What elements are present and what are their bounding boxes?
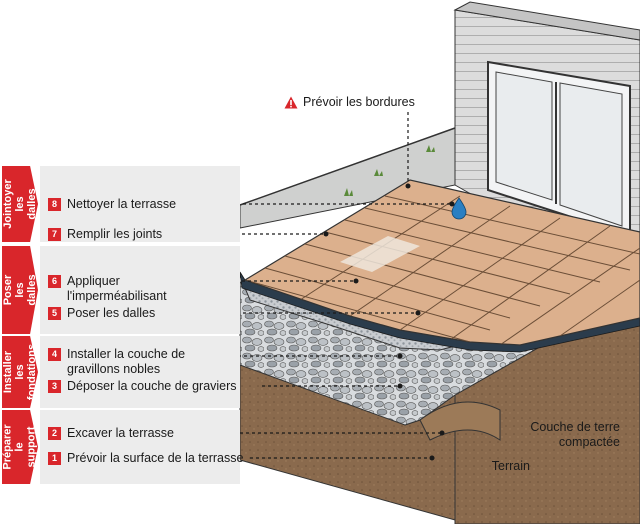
phase-tab-laying: Poser les dalles	[2, 246, 38, 334]
step-number: 7	[48, 228, 61, 241]
phase-band-foundations	[40, 336, 240, 408]
step-label: Poser les dalles	[67, 306, 156, 320]
phase-band-support	[40, 410, 240, 484]
paving-slabs	[243, 179, 640, 346]
step-label: Déposer la couche de graviers	[67, 379, 237, 393]
step-number: 5	[48, 307, 61, 320]
step-number: 8	[48, 198, 61, 211]
house-roof-edge	[453, 1, 640, 41]
phase-tab-support: Préparer le support	[2, 410, 38, 484]
step-number: 4	[48, 348, 61, 361]
step-number: 2	[48, 427, 61, 440]
phase-band-jointing	[40, 166, 240, 242]
step-3: 3 Déposer la couche de graviers	[48, 379, 237, 394]
step-2: 2 Excaver la terrasse	[48, 426, 174, 441]
step-7: 7 Remplir les joints	[48, 227, 162, 242]
water-drop-icon	[451, 197, 467, 220]
step-label: Remplir les joints	[67, 227, 163, 241]
sealer-applied-patch	[340, 236, 420, 272]
step-label: Appliquer l'imperméabilisant	[67, 274, 167, 303]
phase-tab-jointing: Jointoyer les dalles	[2, 166, 38, 242]
step-label: Excaver la terrasse	[67, 426, 174, 440]
borders-label: Prévoir les bordures	[303, 95, 415, 109]
step-label: Nettoyer la terrasse	[67, 197, 177, 211]
step-1: 1 Prévoir la surface de la terrasse	[48, 451, 243, 466]
step-label: Prévoir la surface de la terrasse	[67, 451, 244, 465]
step-number: 6	[48, 275, 61, 288]
step-6: 6 Appliquer l'imperméabilisant	[48, 274, 187, 304]
phase-tab-foundations: Installer les fondations	[2, 336, 38, 408]
warning-triangle-icon	[284, 96, 298, 109]
borders-callout: Prévoir les bordures	[284, 95, 415, 110]
step-number: 1	[48, 452, 61, 465]
step-5: 5 Poser les dalles	[48, 306, 155, 321]
compacted-soil-label: Couche de terre compactée	[530, 420, 620, 449]
compacted-soil-cutaway	[419, 401, 501, 441]
grass-tuft	[344, 188, 353, 196]
step-label: Installer la couche de gravillons nobles	[67, 347, 186, 376]
phase-band-laying	[40, 246, 240, 334]
step-number: 3	[48, 380, 61, 393]
ground-label: Terrain	[491, 459, 530, 473]
step-4: 4 Installer la couche de gravillons nobl…	[48, 347, 217, 377]
step-8: 8 Nettoyer la terrasse	[48, 197, 176, 212]
